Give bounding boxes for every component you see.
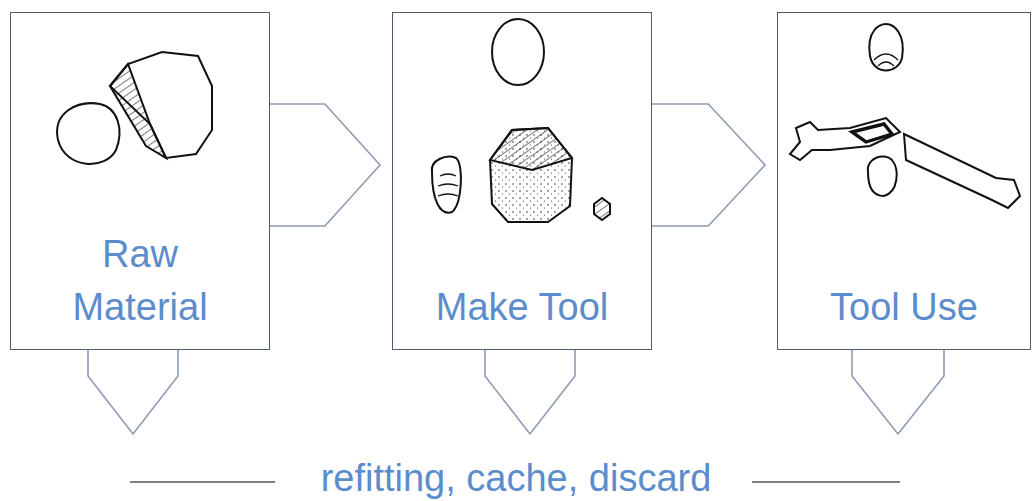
box-label: Make Tool (436, 281, 609, 333)
box-label: Tool Use (830, 281, 978, 333)
note-label: refitting, cache, discard (315, 457, 718, 500)
process-box: Raw Material (10, 12, 270, 350)
block-arrow (270, 104, 380, 226)
process-box: Tool Use (777, 12, 1031, 350)
raw-stone (57, 52, 212, 164)
tool-making (432, 19, 610, 222)
tool-use (790, 24, 1020, 208)
down-chevron (88, 350, 944, 434)
block-arrow (652, 104, 765, 226)
process-box: Make Tool (392, 12, 652, 350)
box-label: Raw Material (33, 228, 248, 333)
